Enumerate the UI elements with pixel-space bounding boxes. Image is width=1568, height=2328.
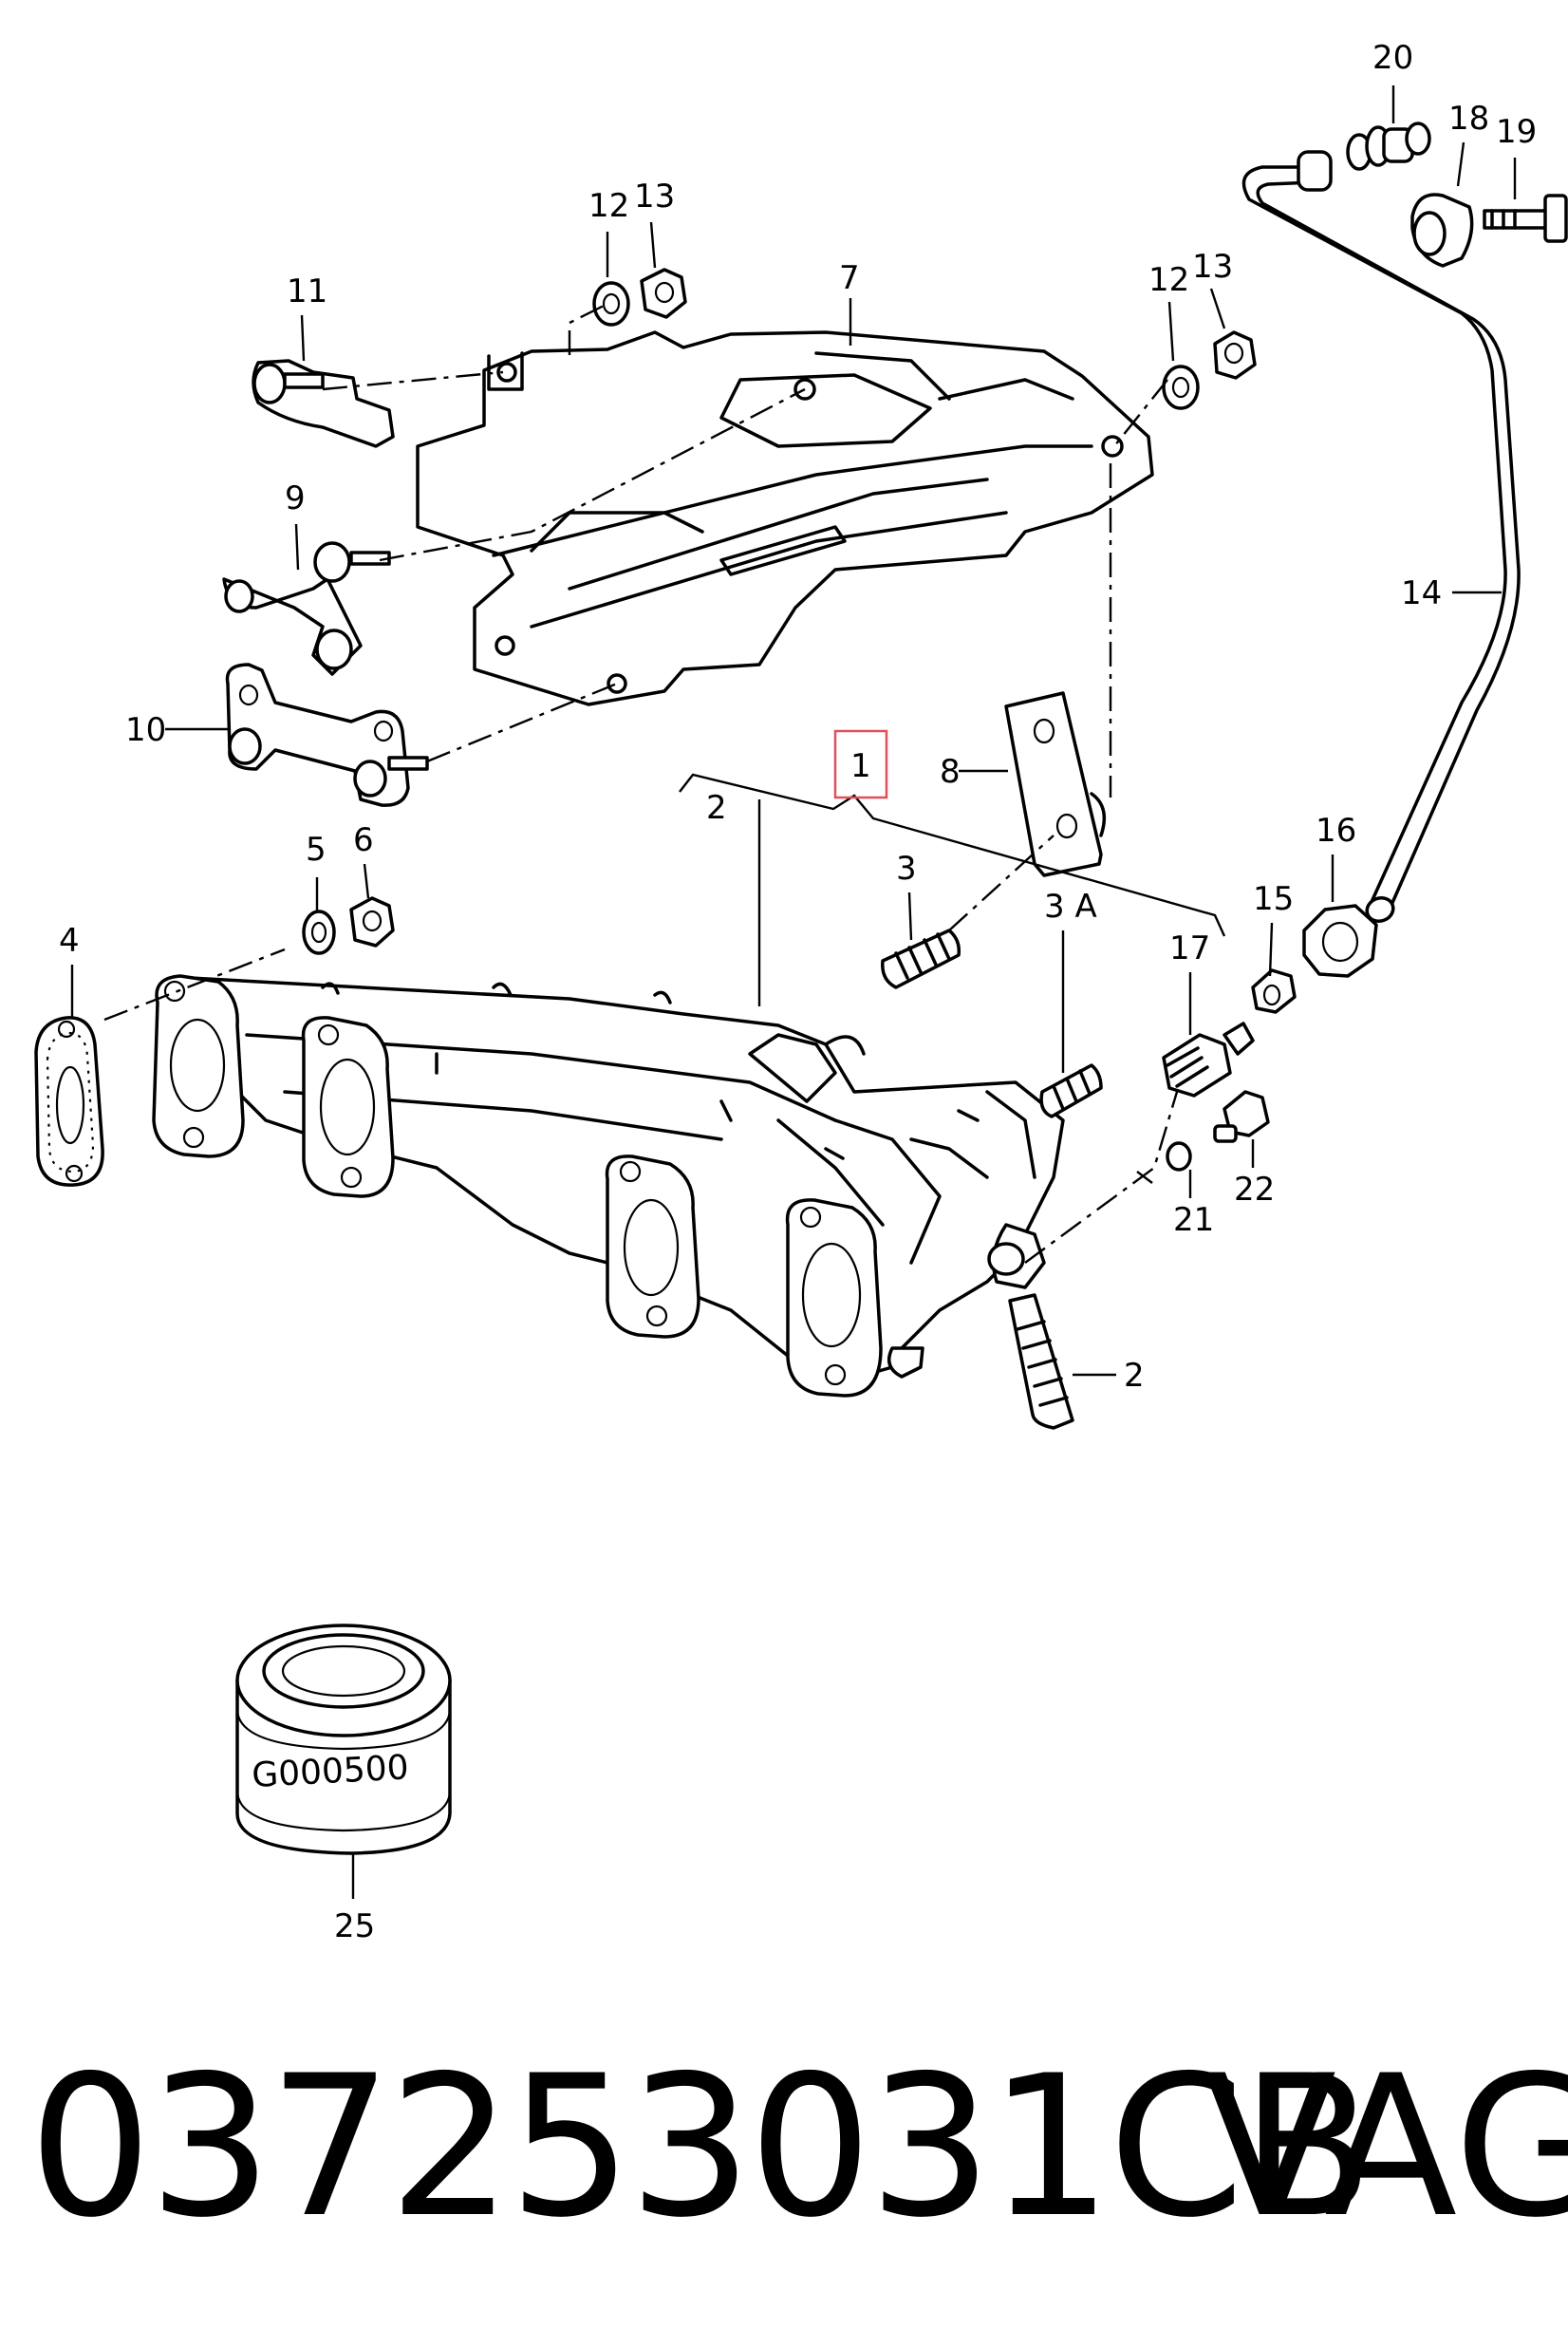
callout-9: 9 bbox=[285, 479, 306, 517]
callout-18: 18 bbox=[1448, 100, 1489, 138]
assembly-lines bbox=[103, 302, 1179, 1264]
bracket-11 bbox=[252, 359, 395, 448]
callout-13-upper-left: 13 bbox=[634, 178, 675, 216]
washer-upper-right bbox=[1162, 365, 1200, 410]
callout-2-upper: 2 bbox=[706, 789, 727, 827]
callout-20: 20 bbox=[1372, 39, 1413, 77]
stud-3a bbox=[1039, 1063, 1103, 1118]
seal-ring-21 bbox=[1166, 1141, 1192, 1172]
assembly-bracket bbox=[679, 773, 1226, 937]
plate-8 bbox=[1004, 691, 1107, 877]
nut-upper-left bbox=[640, 268, 687, 319]
callout-8: 8 bbox=[940, 753, 961, 791]
brand-name: VAG bbox=[1204, 2035, 1568, 2261]
callout-5: 5 bbox=[306, 831, 327, 869]
banjo-bolt bbox=[1346, 122, 1431, 171]
part-number: 037253031CB bbox=[28, 2035, 1374, 2261]
hollow-bolt-clamp bbox=[1410, 193, 1474, 268]
callout-1: 1 bbox=[850, 747, 871, 785]
callout-3a: 3 A bbox=[1044, 888, 1097, 926]
callout-12-upper-right: 12 bbox=[1148, 261, 1189, 299]
callout-19: 19 bbox=[1496, 113, 1537, 151]
callout-16: 16 bbox=[1316, 812, 1356, 850]
nut-upper-right bbox=[1213, 330, 1257, 380]
callout-10: 10 bbox=[125, 711, 166, 749]
leader-lines bbox=[70, 85, 1517, 1899]
bracket-9 bbox=[222, 541, 391, 676]
callout-labels: 20 18 19 12 13 7 12 13 11 9 14 10 1 8 2 … bbox=[59, 39, 1537, 1945]
gasket-4 bbox=[34, 1016, 104, 1187]
exhaust-manifold bbox=[152, 974, 1065, 1398]
stud-2 bbox=[1008, 1293, 1074, 1430]
oil-return-pipe bbox=[1241, 150, 1521, 924]
intake-manifold bbox=[416, 330, 1154, 706]
fitting-15 bbox=[1251, 968, 1297, 1014]
callout-7: 7 bbox=[839, 259, 860, 297]
callout-22: 22 bbox=[1234, 1171, 1275, 1209]
nut-16 bbox=[1302, 904, 1378, 978]
callout-21: 21 bbox=[1173, 1201, 1214, 1239]
plug-22 bbox=[1213, 1090, 1270, 1143]
union-17 bbox=[1162, 1022, 1255, 1098]
callout-3: 3 bbox=[896, 850, 917, 888]
callout-14: 14 bbox=[1401, 574, 1442, 612]
stud-3 bbox=[881, 929, 961, 989]
washer-5 bbox=[302, 910, 336, 955]
callout-13-upper-right: 13 bbox=[1192, 248, 1233, 286]
callout-2-lower: 2 bbox=[1124, 1357, 1145, 1395]
callout-6: 6 bbox=[353, 821, 374, 859]
callout-11: 11 bbox=[287, 272, 327, 310]
highlight-box bbox=[833, 729, 888, 799]
bolt bbox=[1483, 194, 1568, 243]
nut-6 bbox=[349, 896, 395, 948]
oil-filter: G000500 bbox=[235, 1624, 452, 1855]
washer-upper-left bbox=[592, 281, 630, 327]
callout-17: 17 bbox=[1169, 929, 1210, 967]
callout-12-upper-left: 12 bbox=[588, 187, 629, 225]
bracket-10 bbox=[225, 663, 429, 807]
callout-15: 15 bbox=[1253, 880, 1294, 918]
callout-4: 4 bbox=[59, 922, 80, 960]
filter-print: G000500 bbox=[251, 1748, 409, 1795]
callout-25: 25 bbox=[334, 1907, 375, 1945]
